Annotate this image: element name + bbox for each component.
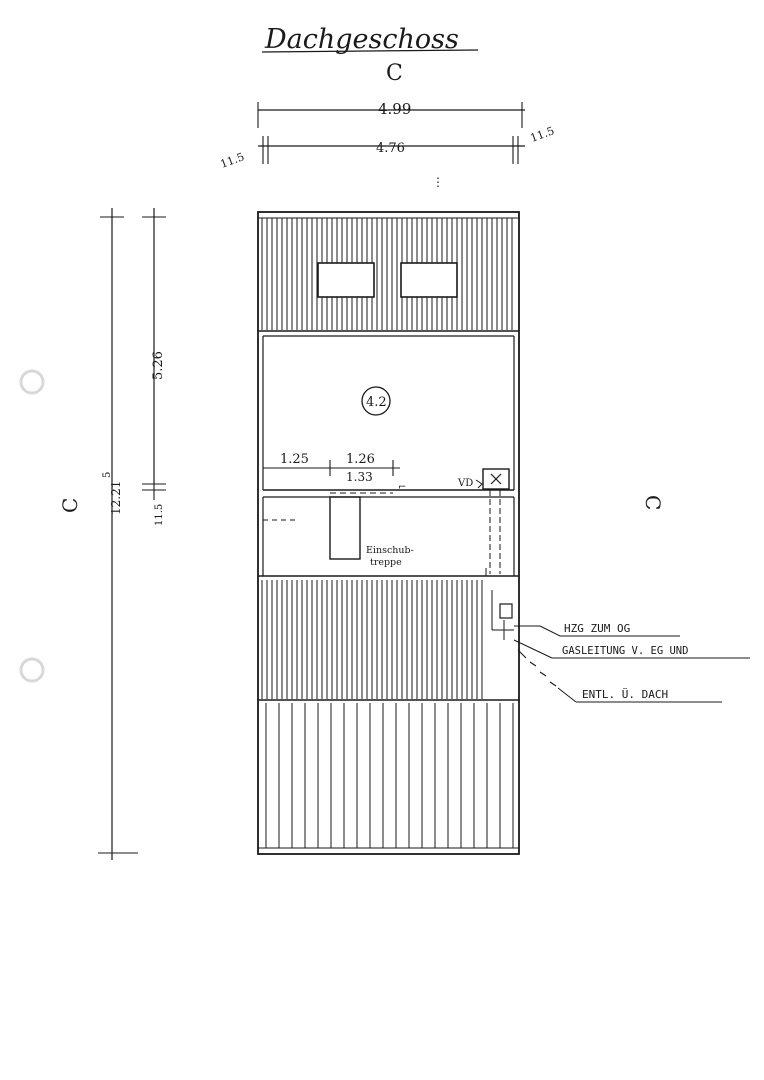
dim-seg-3: 1.33 [346,470,373,484]
section-letter-left: C [58,498,82,513]
dim-wall-left: 11.5 [219,150,246,171]
stair-label-line1: Einschub- [366,545,414,556]
dim-seg-2: 1.26 [346,452,375,467]
attic-stair [329,496,361,560]
stair-label-line2: treppe [370,557,402,568]
vd-label: VD [457,478,473,489]
svg-text:⌐: ⌐ [398,482,406,493]
svg-text:⋮: ⋮ [432,175,444,189]
dim-outer-width: 4.99 [378,100,411,118]
section-letter-top: C [386,61,403,86]
interior-dimension-chain: 1.25 1.26 1.33 [263,452,400,484]
skylight-right [400,262,458,298]
punch-hole-bottom [19,657,45,683]
pipe-run [485,490,514,640]
building-outline [257,211,520,855]
chimney-box [482,468,510,490]
dim-wall-small: 11.5 [154,504,165,526]
dim-room-depth: 5.26 [151,351,166,380]
note-gas: GASLEITUNG V. EG UND [562,645,688,657]
dim-seg-1: 1.25 [280,452,309,467]
dim-wall-right: 11.5 [529,124,556,145]
skylight-left [317,262,375,298]
dim-inner-width: 4.76 [376,141,405,156]
note-vent: ENTL. Ü. DACH [582,688,668,701]
room-number-tag: 4.2 [361,386,391,416]
note-heating: HZG ZUM OG [564,622,630,635]
title-underline [261,49,479,53]
roof-hatching-middle [261,580,483,699]
vd-arrow [475,479,483,489]
dim-total-length: 12.21 [109,481,123,515]
roof-hatching-top [261,218,513,330]
room-number: 4.2 [366,395,387,410]
top-dimension-group: 4.99 4.76 11.5 11.5 ⋮ [219,100,556,189]
annotation-leaders [513,625,750,703]
roof-hatching-bottom [265,703,514,848]
section-letter-right: C [641,495,665,510]
left-dimension-group: 12.21 5 5.26 11.5 [98,208,166,860]
punch-hole-top [19,369,45,395]
dim-total-length-sup: 5 [102,472,113,478]
